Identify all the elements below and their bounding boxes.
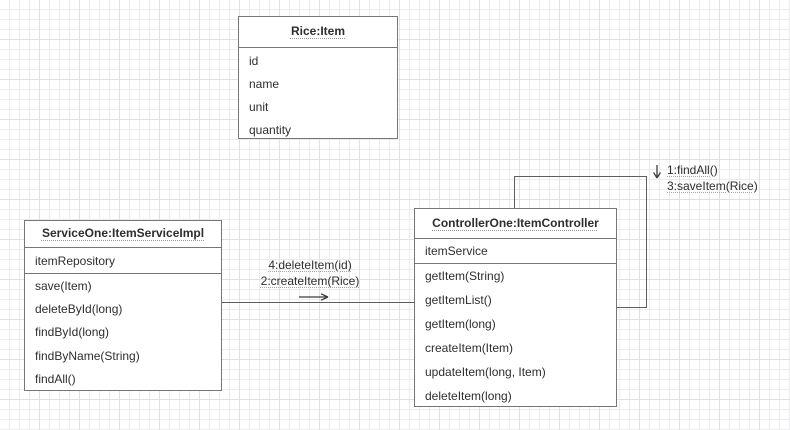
- object-title: ServiceOne:ItemServiceImpl: [25, 221, 221, 248]
- member-row: findByName(String): [35, 348, 140, 363]
- member-row: getItemList(): [425, 293, 492, 307]
- member-row: createItem(Item): [425, 341, 514, 355]
- self-loop-bottom-segment[interactable]: [617, 307, 647, 308]
- object-title: ControllerOne:ItemController: [415, 209, 616, 239]
- attributes-compartment: itemRepository: [25, 248, 221, 274]
- self-loop-right-segment[interactable]: [646, 176, 647, 308]
- member-row: updateItem(long, Item): [425, 365, 546, 379]
- methods-compartment: getItem(String) getItemList() getItem(long…: [415, 264, 616, 408]
- member-row: findAll(): [35, 372, 76, 387]
- uml-object-rice-item[interactable]: Rice:Item id name unit quantity: [238, 16, 398, 139]
- uml-object-serviceone-itemserviceimpl[interactable]: ServiceOne:ItemServiceImpl itemRepositor…: [24, 220, 222, 391]
- member-row: itemRepository: [35, 253, 116, 268]
- edge-service-to-controller[interactable]: [222, 302, 414, 303]
- member-row: findById(long): [35, 325, 110, 340]
- member-row: getItem(long): [425, 317, 496, 331]
- member-row: save(Item): [35, 278, 92, 293]
- member-row: getItem(String): [425, 269, 505, 283]
- message-label: 2:createItem(Rice): [260, 274, 360, 288]
- edge-labels-self-loop: 1:findAll() 3:saveItem(Rice): [667, 162, 758, 194]
- member-row: name: [249, 76, 280, 91]
- self-loop-left-segment[interactable]: [514, 176, 515, 208]
- message-label: 3:saveItem(Rice): [667, 179, 758, 193]
- right-arrow-icon: [297, 292, 333, 302]
- member-row: unit: [249, 99, 269, 114]
- member-row: itemService: [425, 244, 488, 258]
- down-arrow-icon: [651, 163, 663, 181]
- member-row: deleteById(long): [35, 302, 123, 317]
- attributes-compartment: id name unit quantity: [239, 48, 397, 141]
- attributes-compartment: itemService: [415, 239, 616, 264]
- methods-compartment: save(Item) deleteById(long) findById(long)…: [25, 274, 221, 391]
- message-label: 4:deleteItem(id): [268, 258, 352, 272]
- member-row: deleteItem(long): [425, 389, 512, 403]
- edge-labels-service-to-controller: 4:deleteItem(id) 2:createItem(Rice): [230, 257, 390, 289]
- member-row: id: [249, 53, 259, 68]
- object-title: Rice:Item: [239, 17, 397, 48]
- uml-object-controllerone-itemcontroller[interactable]: ControllerOne:ItemController itemService…: [414, 208, 617, 407]
- member-row: quantity: [249, 122, 292, 137]
- self-loop-top-segment[interactable]: [514, 176, 647, 177]
- message-label: 1:findAll(): [667, 163, 718, 177]
